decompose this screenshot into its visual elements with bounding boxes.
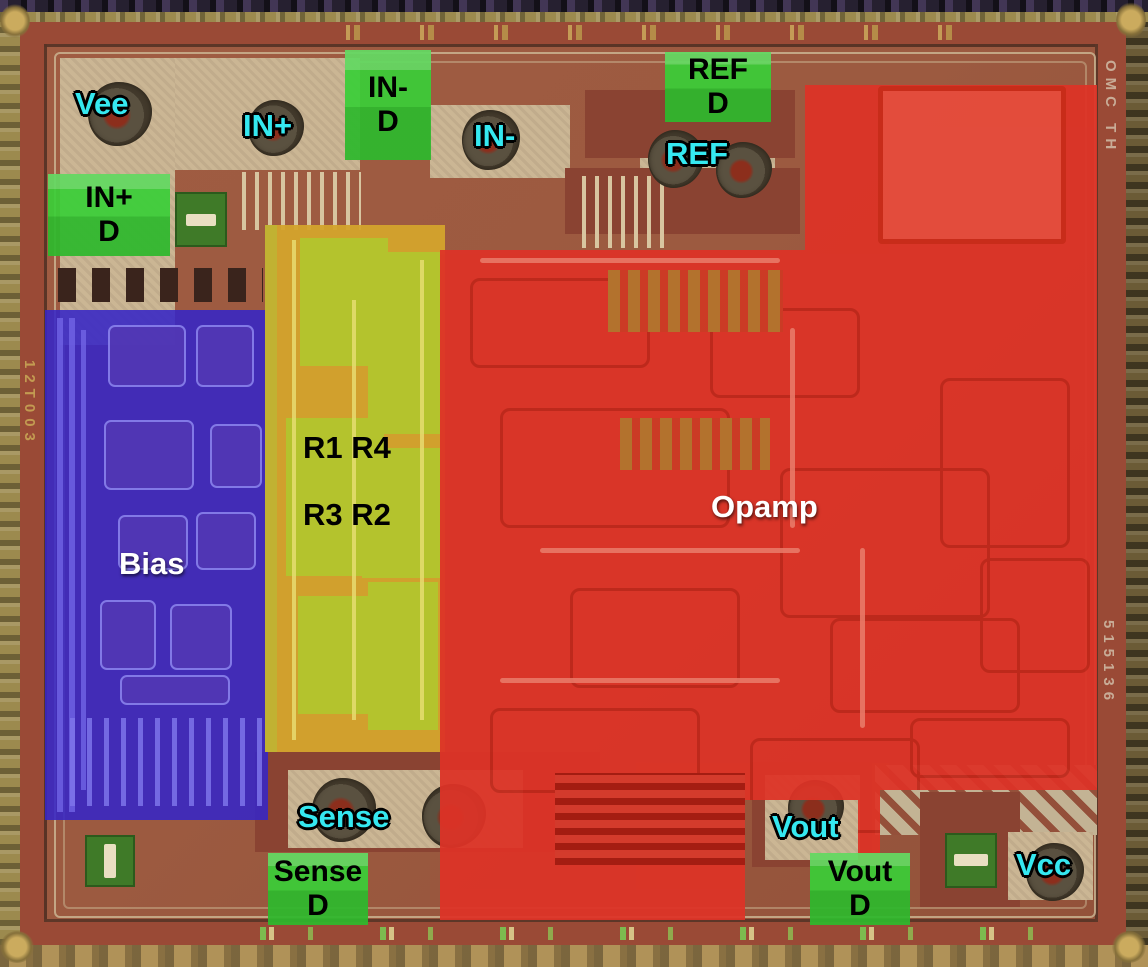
bond-blob-ref-2 [716, 142, 772, 198]
metal-trace [480, 258, 780, 263]
diode-pad-in-minus-d: IN- D [345, 50, 431, 160]
label-r3-r2: R3 R2 [303, 497, 391, 532]
glass-window-bar [104, 844, 116, 878]
metal-trace [790, 328, 795, 528]
transistor-block [196, 512, 256, 570]
package-gold-right [1126, 22, 1148, 945]
diode-pad-label: IN- [368, 71, 408, 105]
resistor-body [368, 582, 438, 730]
resistor-strip [265, 225, 277, 752]
label-bias: Bias [119, 546, 185, 581]
transistor-block [104, 420, 194, 490]
metal-trace [69, 318, 75, 812]
package-gold-bottom [0, 945, 1148, 967]
metal-trace [81, 330, 86, 790]
transistor-block [210, 424, 262, 488]
metal-trace [57, 318, 63, 812]
diode-pad-ref-d: REF D [665, 52, 771, 122]
transistor-block [196, 325, 254, 387]
bond-blob-vcc [1026, 843, 1084, 901]
diode-pad-label: Vout [827, 855, 893, 889]
label-sense: Sense [298, 799, 390, 834]
diode-pad-label: REF [688, 53, 748, 87]
label-in-plus: IN+ [243, 108, 293, 143]
package-edge-top [0, 0, 1148, 12]
resistor-trace [420, 260, 424, 720]
capacitor-plate [878, 86, 1066, 244]
diode-pad-label: IN+ [85, 181, 133, 215]
trace-outline [570, 588, 740, 688]
label-vcc: Vcc [1016, 847, 1072, 882]
label-vout: Vout [772, 809, 839, 844]
corner-blob [0, 4, 30, 38]
metal-trace [860, 548, 865, 728]
edge-marking-right-bottom: 515136 [1100, 620, 1117, 707]
mask-marks-top [320, 25, 1010, 40]
bond-blob-in-plus [248, 100, 304, 156]
diode-pad-label: D [377, 105, 399, 138]
resistor-body [362, 448, 440, 578]
diode-pad-in-plus-d: IN+ D [48, 174, 170, 256]
transistor-array [608, 270, 783, 332]
package-gold-top [0, 12, 1148, 22]
diode-pad-label: Sense [273, 855, 363, 889]
corner-blob [1116, 2, 1146, 38]
trace-outline [910, 718, 1070, 778]
metal-trace [500, 678, 780, 683]
trace-outline [980, 558, 1090, 673]
bond-blob-ref [648, 130, 704, 188]
glass-window [85, 835, 135, 887]
label-in-minus: IN- [474, 118, 516, 153]
output-transistor-stripes [555, 773, 745, 865]
resistor-trace [352, 300, 356, 720]
corner-blob [0, 931, 34, 963]
trace-outline [780, 468, 990, 618]
serpentine-resistor [573, 176, 669, 248]
transistor-block [100, 600, 156, 670]
glass-window-bar [186, 214, 216, 226]
mask-marks-bottom [230, 927, 1060, 940]
trace-outline [710, 308, 860, 398]
resistor-trace [292, 240, 296, 740]
transistor-block [120, 675, 230, 705]
bond-blob-sense [312, 778, 376, 842]
transistor-array [620, 418, 770, 470]
trace-outline [830, 618, 1020, 713]
edge-marking-right-top: OMC TH [1102, 60, 1119, 156]
glass-window [945, 833, 997, 888]
trace-outline [940, 378, 1070, 548]
glass-window-bar [954, 854, 988, 866]
diode-pad-vout-d: Vout D [810, 853, 910, 925]
diode-pad-label: D [98, 215, 120, 248]
diode-pad-label: D [307, 889, 329, 922]
metal-trace [540, 548, 800, 553]
diode-pad-label: D [849, 889, 871, 922]
corner-blob [1112, 931, 1146, 963]
bond-blob-vee [88, 82, 152, 146]
transistor-block [108, 325, 186, 387]
serpentine-resistor-blue [58, 718, 263, 806]
resistor-body [368, 252, 440, 434]
bond-blob-in-minus [462, 110, 520, 170]
transistor-block [170, 604, 232, 670]
diode-pad-sense-d: Sense D [268, 853, 368, 925]
label-r1-r4: R1 R4 [303, 430, 391, 465]
diode-pad-label: D [707, 87, 729, 120]
label-vee: Vee [75, 86, 129, 121]
edge-marking-left: 12T003 [21, 360, 38, 447]
package-gold-left [0, 22, 20, 945]
label-opamp: Opamp [711, 489, 818, 524]
contact-slot-row [58, 268, 263, 302]
label-ref: REF [666, 136, 728, 171]
serpentine-resistor [233, 172, 361, 230]
transistor-block [118, 515, 188, 570]
